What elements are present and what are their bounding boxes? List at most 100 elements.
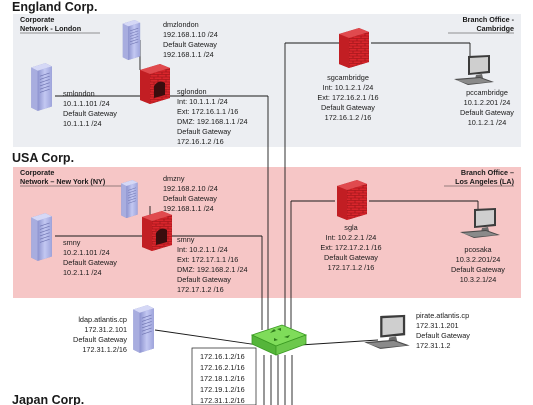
switch-port-labels: 172.16.1.2/16 172.16.2.1/16 172.18.1.2/1…	[200, 352, 245, 405]
svg-text:dmzlondon: dmzlondon	[163, 20, 199, 29]
svg-text:Default Gateway: Default Gateway	[177, 275, 231, 284]
england-corp-title: England Corp.	[12, 0, 97, 14]
svg-text:dmzny: dmzny	[163, 174, 185, 183]
usa-zone	[13, 167, 521, 298]
svg-text:Corporate: Corporate	[20, 15, 54, 24]
svg-text:172.17.1.2 /16: 172.17.1.2 /16	[328, 263, 375, 272]
firewall-icon[interactable]	[140, 64, 170, 104]
svg-text:172.18.1.2/16: 172.18.1.2/16	[200, 374, 245, 383]
svg-text:172.16.1.2 /16: 172.16.1.2 /16	[325, 113, 372, 122]
smny-label: smny 10.2.1.101 /24 Default Gateway 10.2…	[63, 238, 117, 277]
svg-text:Default Gateway: Default Gateway	[163, 40, 217, 49]
svg-text:Int: 10.2.1.1 /24: Int: 10.2.1.1 /24	[177, 245, 228, 254]
switch-port-list	[191, 347, 257, 405]
svg-text:Default Gateway: Default Gateway	[63, 258, 117, 267]
ldap-label: ldap.atlantis.cp 172.31.2.101 Default Ga…	[73, 315, 127, 354]
firewall-icon[interactable]	[337, 180, 367, 220]
svg-text:Int: 10.1.2.1 /24: Int: 10.1.2.1 /24	[323, 83, 374, 92]
svg-text:pirate.atlantis.cp: pirate.atlantis.cp	[416, 311, 469, 320]
pcosaka-label: pcosaka 10.3.2.201/24 Default Gateway 10…	[451, 245, 505, 284]
svg-text:10.3.2.1/24: 10.3.2.1/24	[460, 275, 497, 284]
usa-corp-title: USA Corp.	[12, 151, 74, 165]
new-york-zone-label: Corporate Network – New York (NY)	[20, 168, 130, 187]
svg-text:Branch Office -: Branch Office -	[462, 15, 514, 24]
svg-text:10.1.1.101 /24: 10.1.1.101 /24	[63, 99, 110, 108]
svg-text:Ext: 172.17.1.1 /16: Ext: 172.17.1.1 /16	[177, 255, 238, 264]
svg-text:smlondon: smlondon	[63, 89, 95, 98]
svg-text:Int: 10.1.1.1 /24: Int: 10.1.1.1 /24	[177, 97, 228, 106]
server-icon[interactable]	[30, 62, 53, 112]
svg-text:Ext: 172.16.2.1 /16: Ext: 172.16.2.1 /16	[317, 93, 378, 102]
svg-text:Cambridge: Cambridge	[476, 24, 514, 33]
svg-text:Default Gateway: Default Gateway	[321, 103, 375, 112]
svg-text:172.31.1.2/16: 172.31.1.2/16	[82, 345, 127, 354]
svg-text:sglondon: sglondon	[177, 87, 207, 96]
svg-text:Corporate: Corporate	[20, 168, 54, 177]
smlondon-label: smlondon 10.1.1.101 /24 Default Gateway …	[63, 89, 117, 128]
svg-text:ldap.atlantis.cp: ldap.atlantis.cp	[78, 315, 127, 324]
svg-text:10.3.2.201/24: 10.3.2.201/24	[456, 255, 501, 264]
dmzlondon-label: dmzlondon 192.168.1.10 /24 Default Gatew…	[163, 20, 218, 59]
svg-text:172.16.1.2 /16: 172.16.1.2 /16	[177, 137, 224, 146]
svg-text:Default Gateway: Default Gateway	[460, 108, 514, 117]
server-icon[interactable]	[120, 180, 138, 218]
svg-text:sgla: sgla	[344, 223, 358, 232]
svg-text:192.168.1.1 /24: 192.168.1.1 /24	[163, 204, 214, 213]
svg-text:Int: 10.2.2.1 /24: Int: 10.2.2.1 /24	[326, 233, 377, 242]
london-zone-label: Corporate Network - London	[20, 15, 100, 34]
svg-text:sgcambridge: sgcambridge	[327, 73, 369, 82]
svg-text:Network - London: Network - London	[20, 24, 81, 33]
server-icon[interactable]	[122, 20, 141, 60]
svg-text:Default Gateway: Default Gateway	[324, 253, 378, 262]
svg-text:172.19.1.2/16: 172.19.1.2/16	[200, 385, 245, 394]
pirate-label: pirate.atlantis.cp 172.31.1.201 Default …	[416, 311, 470, 350]
svg-text:pccambridge: pccambridge	[466, 88, 508, 97]
svg-text:DMZ: 192.168.2.1 /24: DMZ: 192.168.2.1 /24	[177, 265, 248, 274]
svg-text:Default Gateway: Default Gateway	[416, 331, 470, 340]
svg-text:Network – New York (NY): Network – New York (NY)	[20, 177, 106, 186]
svg-text:192.168.1.10 /24: 192.168.1.10 /24	[163, 30, 218, 39]
svg-text:Default Gateway: Default Gateway	[451, 265, 505, 274]
svg-text:10.1.1.1 /24: 10.1.1.1 /24	[63, 119, 102, 128]
workstation-icon[interactable]	[364, 314, 410, 349]
svg-text:172.31.1.2: 172.31.1.2	[416, 341, 451, 350]
svg-text:pcosaka: pcosaka	[464, 245, 492, 254]
sgla-label: sgla Int: 10.2.2.1 /24 Ext: 172.17.2.1 /…	[320, 223, 381, 272]
svg-text:Ext: 172.16.1.1 /16: Ext: 172.16.1.1 /16	[177, 107, 238, 116]
server-icon[interactable]	[30, 212, 53, 262]
svg-text:10.1.2.1 /24: 10.1.2.1 /24	[468, 118, 507, 127]
svg-text:192.168.2.10 /24: 192.168.2.10 /24	[163, 184, 218, 193]
dmzny-label: dmzny 192.168.2.10 /24 Default Gateway 1…	[163, 174, 218, 213]
svg-text:Default Gateway: Default Gateway	[73, 335, 127, 344]
sgny-label: smny Int: 10.2.1.1 /24 Ext: 172.17.1.1 /…	[177, 235, 248, 294]
sglondon-label: sglondon Int: 10.1.1.1 /24 Ext: 172.16.1…	[177, 87, 248, 146]
svg-text:172.31.1.201: 172.31.1.201	[416, 321, 459, 330]
svg-text:DMZ: 192.168.1.1 /24: DMZ: 192.168.1.1 /24	[177, 117, 248, 126]
svg-text:Default Gateway: Default Gateway	[63, 109, 117, 118]
los-angeles-zone-label: Branch Office – Los Angeles (LA)	[444, 168, 515, 187]
firewall-icon[interactable]	[142, 211, 172, 251]
svg-text:Branch Office –: Branch Office –	[461, 168, 514, 177]
firewall-icon[interactable]	[339, 28, 369, 68]
svg-text:smny: smny	[177, 235, 195, 244]
pccambridge-label: pccambridge 10.1.2.201 /24 Default Gatew…	[460, 88, 514, 127]
japan-corp-title: Japan Corp.	[12, 393, 84, 405]
svg-text:10.1.2.201 /24: 10.1.2.201 /24	[464, 98, 511, 107]
sgcambridge-label: sgcambridge Int: 10.1.2.1 /24 Ext: 172.1…	[317, 73, 378, 122]
svg-text:smny: smny	[63, 238, 81, 247]
svg-text:172.31.2.101: 172.31.2.101	[84, 325, 127, 334]
svg-text:172.16.1.2/16: 172.16.1.2/16	[200, 352, 245, 361]
svg-text:10.2.1.1 /24: 10.2.1.1 /24	[63, 268, 102, 277]
svg-text:Default Gateway: Default Gateway	[177, 127, 231, 136]
svg-text:Ext: 172.17.2.1 /16: Ext: 172.17.2.1 /16	[320, 243, 381, 252]
svg-text:172.17.1.2 /16: 172.17.1.2 /16	[177, 285, 224, 294]
svg-text:192.168.1.1 /24: 192.168.1.1 /24	[163, 50, 214, 59]
server-icon[interactable]	[132, 304, 155, 354]
cambridge-zone-label: Branch Office - Cambridge	[448, 15, 515, 34]
svg-text:Los Angeles (LA): Los Angeles (LA)	[455, 177, 514, 186]
switch-icon[interactable]	[250, 324, 308, 356]
svg-text:172.16.2.1/16: 172.16.2.1/16	[200, 363, 245, 372]
england-zone	[13, 14, 521, 147]
svg-text:Default Gateway: Default Gateway	[163, 194, 217, 203]
